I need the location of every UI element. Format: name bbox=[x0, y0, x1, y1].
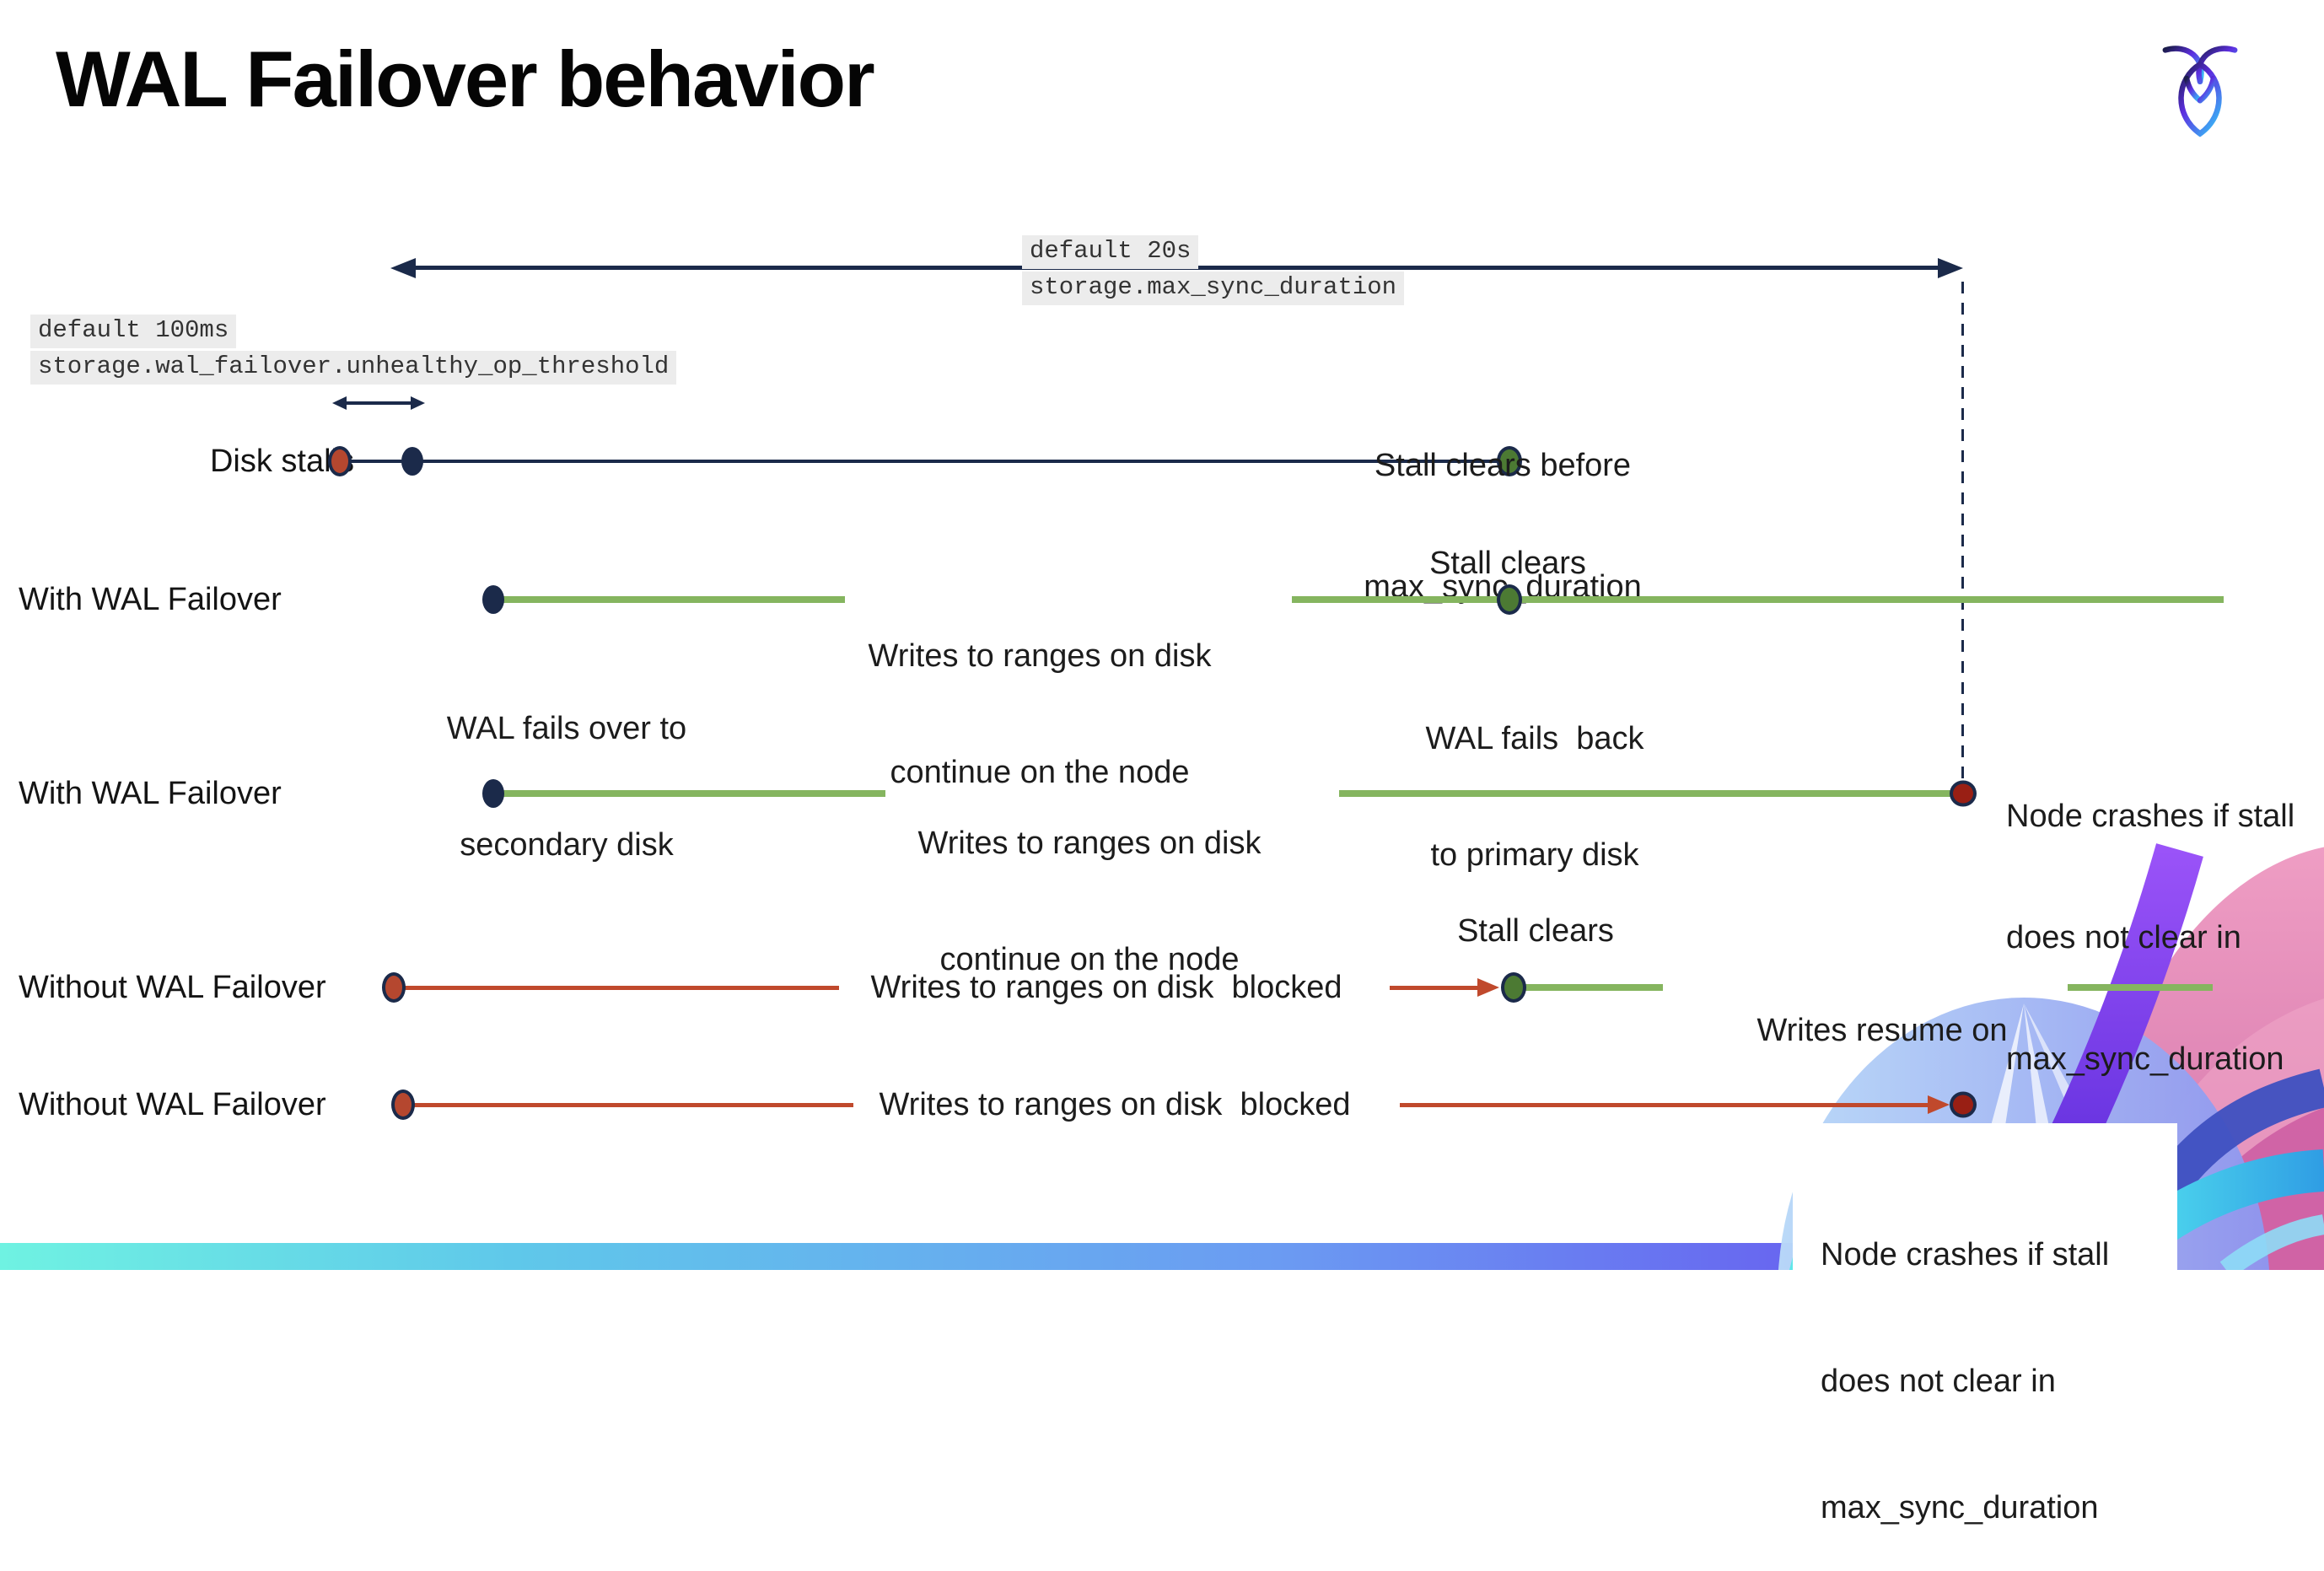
row4-red-line-a bbox=[394, 986, 839, 990]
note-stall-clears-row4: Stall clears bbox=[1457, 913, 1614, 949]
row1-stall-start-dot bbox=[328, 446, 352, 476]
row3-green-line-a bbox=[493, 790, 885, 797]
row3-green-line-b bbox=[1339, 790, 1963, 797]
row4-stall-start-dot bbox=[382, 972, 406, 1003]
row5-red-line-a bbox=[403, 1103, 853, 1107]
row4-green-line-a bbox=[1514, 984, 1663, 991]
threshold-default-value: default 100ms bbox=[30, 315, 237, 348]
row-label-with-wal-2: With WAL Failover bbox=[19, 776, 282, 811]
row5-red-line-b bbox=[1400, 1103, 1928, 1107]
row2-green-line-a bbox=[493, 596, 845, 603]
note-writes-blocked-row4: Writes to ranges on disk blocked bbox=[870, 970, 1342, 1005]
max-sync-deadline-dashed-line bbox=[1961, 282, 1964, 781]
arrowhead-left-icon bbox=[390, 258, 416, 278]
threshold-arrowhead-right-icon bbox=[411, 396, 425, 410]
row1-stall-clears-dot bbox=[1497, 446, 1522, 476]
note-stall-clears-row2: Stall clears bbox=[1429, 546, 1586, 581]
note-wal-fails-back: WAL fails back to primary disk bbox=[1425, 721, 1644, 873]
note-wal-fails-over: WAL fails over to secondary disk bbox=[446, 711, 687, 863]
arrowhead-right-icon bbox=[1938, 258, 1963, 278]
max-sync-duration-label: default 20s storage.max_sync_duration bbox=[1022, 235, 1405, 308]
row4-red-line-b bbox=[1390, 986, 1477, 990]
threshold-arrow-line bbox=[344, 401, 413, 405]
row4-green-line-b bbox=[2068, 984, 2213, 991]
row-label-without-wal-2: Without WAL Failover bbox=[19, 1087, 326, 1122]
row-label-with-wal-1: With WAL Failover bbox=[19, 582, 282, 617]
max-sync-default-value: default 20s bbox=[1022, 235, 1199, 269]
node-crashes-callout-box bbox=[1793, 1123, 2177, 1270]
row2-stall-clears-dot bbox=[1497, 584, 1522, 615]
note-node-crashes-row3: Node crashes if stall does not clear in … bbox=[2006, 799, 2295, 1077]
cockroachdb-logo-icon bbox=[2159, 42, 2241, 140]
note-node-crashes-row5: Node crashes if stall does not clear in … bbox=[1821, 1237, 2110, 1525]
row3-crash-dot bbox=[1950, 780, 1977, 807]
row4-stall-clears-dot bbox=[1501, 972, 1526, 1003]
page-title: WAL Failover behavior bbox=[56, 35, 875, 123]
threshold-arrowhead-left-icon bbox=[332, 396, 347, 410]
note-writes-continue-row2: Writes to ranges on disk continue on the… bbox=[868, 638, 1212, 790]
row5-stall-start-dot bbox=[391, 1089, 415, 1120]
threshold-setting-name: storage.wal_failover.unhealthy_op_thresh… bbox=[30, 351, 677, 385]
row3-failover-dot bbox=[482, 779, 504, 808]
row-label-without-wal-1: Without WAL Failover bbox=[19, 970, 326, 1005]
row1-threshold-dot bbox=[401, 447, 423, 476]
row5-red-arrowhead-icon bbox=[1928, 1095, 1950, 1114]
slide-canvas: { "slide": { "title": "WAL Failover beha… bbox=[0, 35, 2324, 1571]
max-sync-setting-name: storage.max_sync_duration bbox=[1022, 272, 1405, 305]
note-writes-blocked-row5: Writes to ranges on disk blocked bbox=[879, 1087, 1351, 1122]
row4-red-arrowhead-icon bbox=[1477, 978, 1499, 997]
unhealthy-op-threshold-label: default 100ms storage.wal_failover.unhea… bbox=[30, 315, 677, 387]
row5-crash-dot bbox=[1950, 1091, 1977, 1118]
row2-failover-dot bbox=[482, 585, 504, 614]
row1-timeline bbox=[340, 460, 1509, 463]
row2-green-line-b bbox=[1292, 596, 2224, 603]
note-writes-continue-row3: Writes to ranges on disk continue on the… bbox=[917, 826, 1262, 977]
